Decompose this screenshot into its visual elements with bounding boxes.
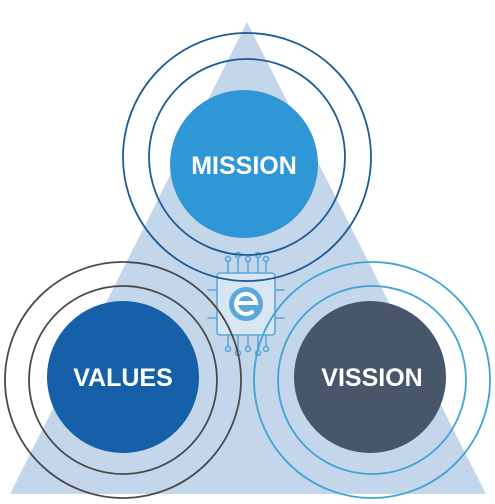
values-label: VALUES — [73, 364, 173, 392]
mission-circle — [170, 90, 318, 238]
mission-label: MISSION — [191, 152, 297, 180]
values-inner-ring — [28, 285, 218, 475]
values-node: VALUES — [4, 261, 242, 499]
vission-outer-ring — [253, 261, 491, 499]
vission-inner-ring — [277, 285, 467, 475]
mission-outer-ring — [122, 32, 372, 282]
mission-node: MISSION — [122, 32, 372, 282]
values-circle — [47, 301, 199, 453]
vission-label: VISSION — [321, 364, 422, 392]
vission-circle — [294, 301, 446, 453]
values-outer-ring — [4, 261, 242, 499]
mission-inner-ring — [148, 58, 346, 256]
vission-node: VISSION — [253, 261, 491, 499]
